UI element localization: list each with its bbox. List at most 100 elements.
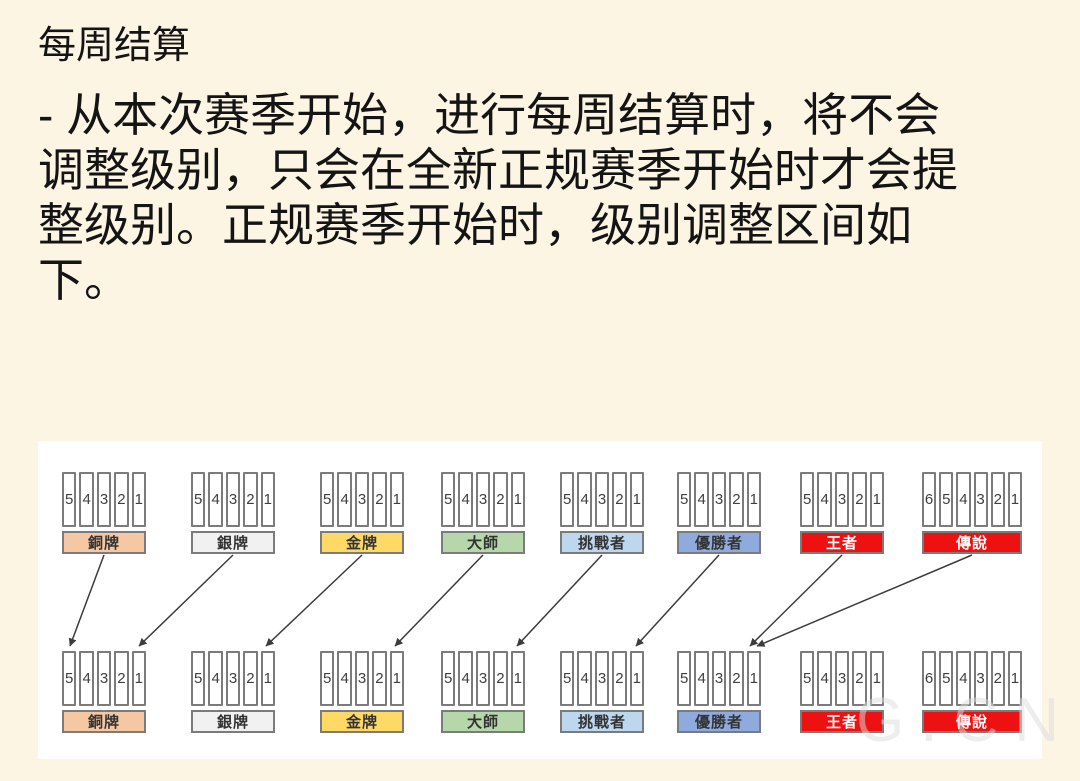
announcement-text: 每周结算 - 从本次赛季开始，进行每周结算时，将不会调整级别，只会在全新正规赛季…: [38, 22, 1038, 308]
division-box-master-2-bottom: 2: [493, 651, 508, 706]
tier-label-challenger-bottom: 挑戰者: [560, 710, 644, 733]
tier-label-bronze-top: 銅牌: [62, 531, 146, 554]
division-box-master-3-bottom: 3: [475, 651, 491, 706]
division-box-master-1-top: 1: [510, 472, 526, 527]
section-title: 每周结算: [38, 25, 191, 67]
arrow-3: [265, 554, 363, 647]
division-box-winner-5-top: 5: [677, 472, 692, 527]
tier-label-gold-top: 金牌: [320, 531, 404, 554]
arrow-7: [749, 554, 843, 647]
division-box-king-5-top: 5: [800, 472, 815, 527]
division-box-legend-1-bottom: 1: [1007, 651, 1023, 706]
division-box-gold-5-bottom: 5: [320, 651, 335, 706]
division-box-legend-3-bottom: 3: [973, 651, 988, 706]
division-box-bronze-2-top: 2: [114, 472, 129, 527]
division-box-gold-1-top: 1: [389, 472, 405, 527]
division-box-master-4-top: 4: [458, 472, 473, 527]
body-line-2: 调整级别，只会在全新正规赛季开始时才会提: [38, 144, 958, 196]
division-box-master-4-bottom: 4: [458, 651, 473, 706]
tier-label-challenger-top: 挑戰者: [560, 531, 644, 554]
arrow-6: [635, 554, 720, 647]
division-box-challenger-2-bottom: 2: [612, 651, 627, 706]
division-box-challenger-1-top: 1: [629, 472, 645, 527]
division-box-winner-1-top: 1: [746, 472, 762, 527]
division-box-legend-5-bottom: 5: [939, 651, 954, 706]
division-box-gold-5-top: 5: [320, 472, 335, 527]
division-box-silver-3-top: 3: [225, 472, 241, 527]
division-box-silver-5-bottom: 5: [191, 651, 206, 706]
division-box-king-2-bottom: 2: [852, 651, 867, 706]
division-box-silver-2-bottom: 2: [243, 651, 258, 706]
division-box-silver-3-bottom: 3: [225, 651, 241, 706]
division-box-silver-2-top: 2: [243, 472, 258, 527]
division-box-bronze-5-top: 5: [62, 472, 77, 527]
division-box-challenger-1-bottom: 1: [629, 651, 645, 706]
tier-label-legend-bottom: 傳說: [922, 710, 1022, 733]
division-box-king-2-top: 2: [852, 472, 867, 527]
division-box-king-1-bottom: 1: [869, 651, 885, 706]
division-box-winner-2-bottom: 2: [729, 651, 744, 706]
division-box-silver-5-top: 5: [191, 472, 206, 527]
division-box-king-3-top: 3: [834, 472, 850, 527]
announcement-body: - 从本次赛季开始，进行每周结算时，将不会调整级别，只会在全新正规赛季开始时才会…: [38, 88, 1038, 308]
division-box-master-3-top: 3: [475, 472, 491, 527]
division-box-bronze-3-top: 3: [96, 472, 112, 527]
division-box-bronze-1-bottom: 1: [131, 651, 147, 706]
division-box-winner-4-bottom: 4: [694, 651, 709, 706]
body-line-3: 整级别。正规赛季开始时，级别调整区间如: [38, 199, 912, 251]
division-box-silver-1-bottom: 1: [260, 651, 276, 706]
division-box-challenger-5-bottom: 5: [560, 651, 575, 706]
division-box-winner-2-top: 2: [729, 472, 744, 527]
division-box-gold-4-top: 4: [337, 472, 352, 527]
division-box-gold-1-bottom: 1: [389, 651, 405, 706]
arrow-1: [68, 554, 105, 647]
division-box-gold-3-top: 3: [354, 472, 370, 527]
division-box-challenger-5-top: 5: [560, 472, 575, 527]
tier-label-bronze-bottom: 銅牌: [62, 710, 146, 733]
division-box-bronze-3-bottom: 3: [96, 651, 112, 706]
division-box-legend-5-top: 5: [939, 472, 954, 527]
division-box-legend-3-top: 3: [973, 472, 988, 527]
tier-label-gold-bottom: 金牌: [320, 710, 404, 733]
division-box-challenger-3-top: 3: [594, 472, 610, 527]
division-box-king-4-top: 4: [817, 472, 832, 527]
division-box-winner-1-bottom: 1: [746, 651, 762, 706]
tier-label-winner-top: 優勝者: [677, 531, 761, 554]
division-box-challenger-4-top: 4: [577, 472, 592, 527]
division-box-legend-4-top: 4: [956, 472, 971, 527]
body-line-4: 下。: [38, 254, 130, 306]
division-box-legend-6-bottom: 6: [922, 651, 937, 706]
tier-label-silver-top: 銀牌: [191, 531, 275, 554]
division-box-bronze-4-top: 4: [79, 472, 94, 527]
division-box-gold-2-bottom: 2: [372, 651, 387, 706]
division-box-winner-3-top: 3: [711, 472, 727, 527]
division-box-king-3-bottom: 3: [834, 651, 850, 706]
division-box-winner-5-bottom: 5: [677, 651, 692, 706]
body-line-1: - 从本次赛季开始，进行每周结算时，将不会: [38, 89, 941, 141]
division-box-king-5-bottom: 5: [800, 651, 815, 706]
tier-label-silver-bottom: 銀牌: [191, 710, 275, 733]
arrow-2: [138, 554, 234, 647]
division-box-winner-3-bottom: 3: [711, 651, 727, 706]
